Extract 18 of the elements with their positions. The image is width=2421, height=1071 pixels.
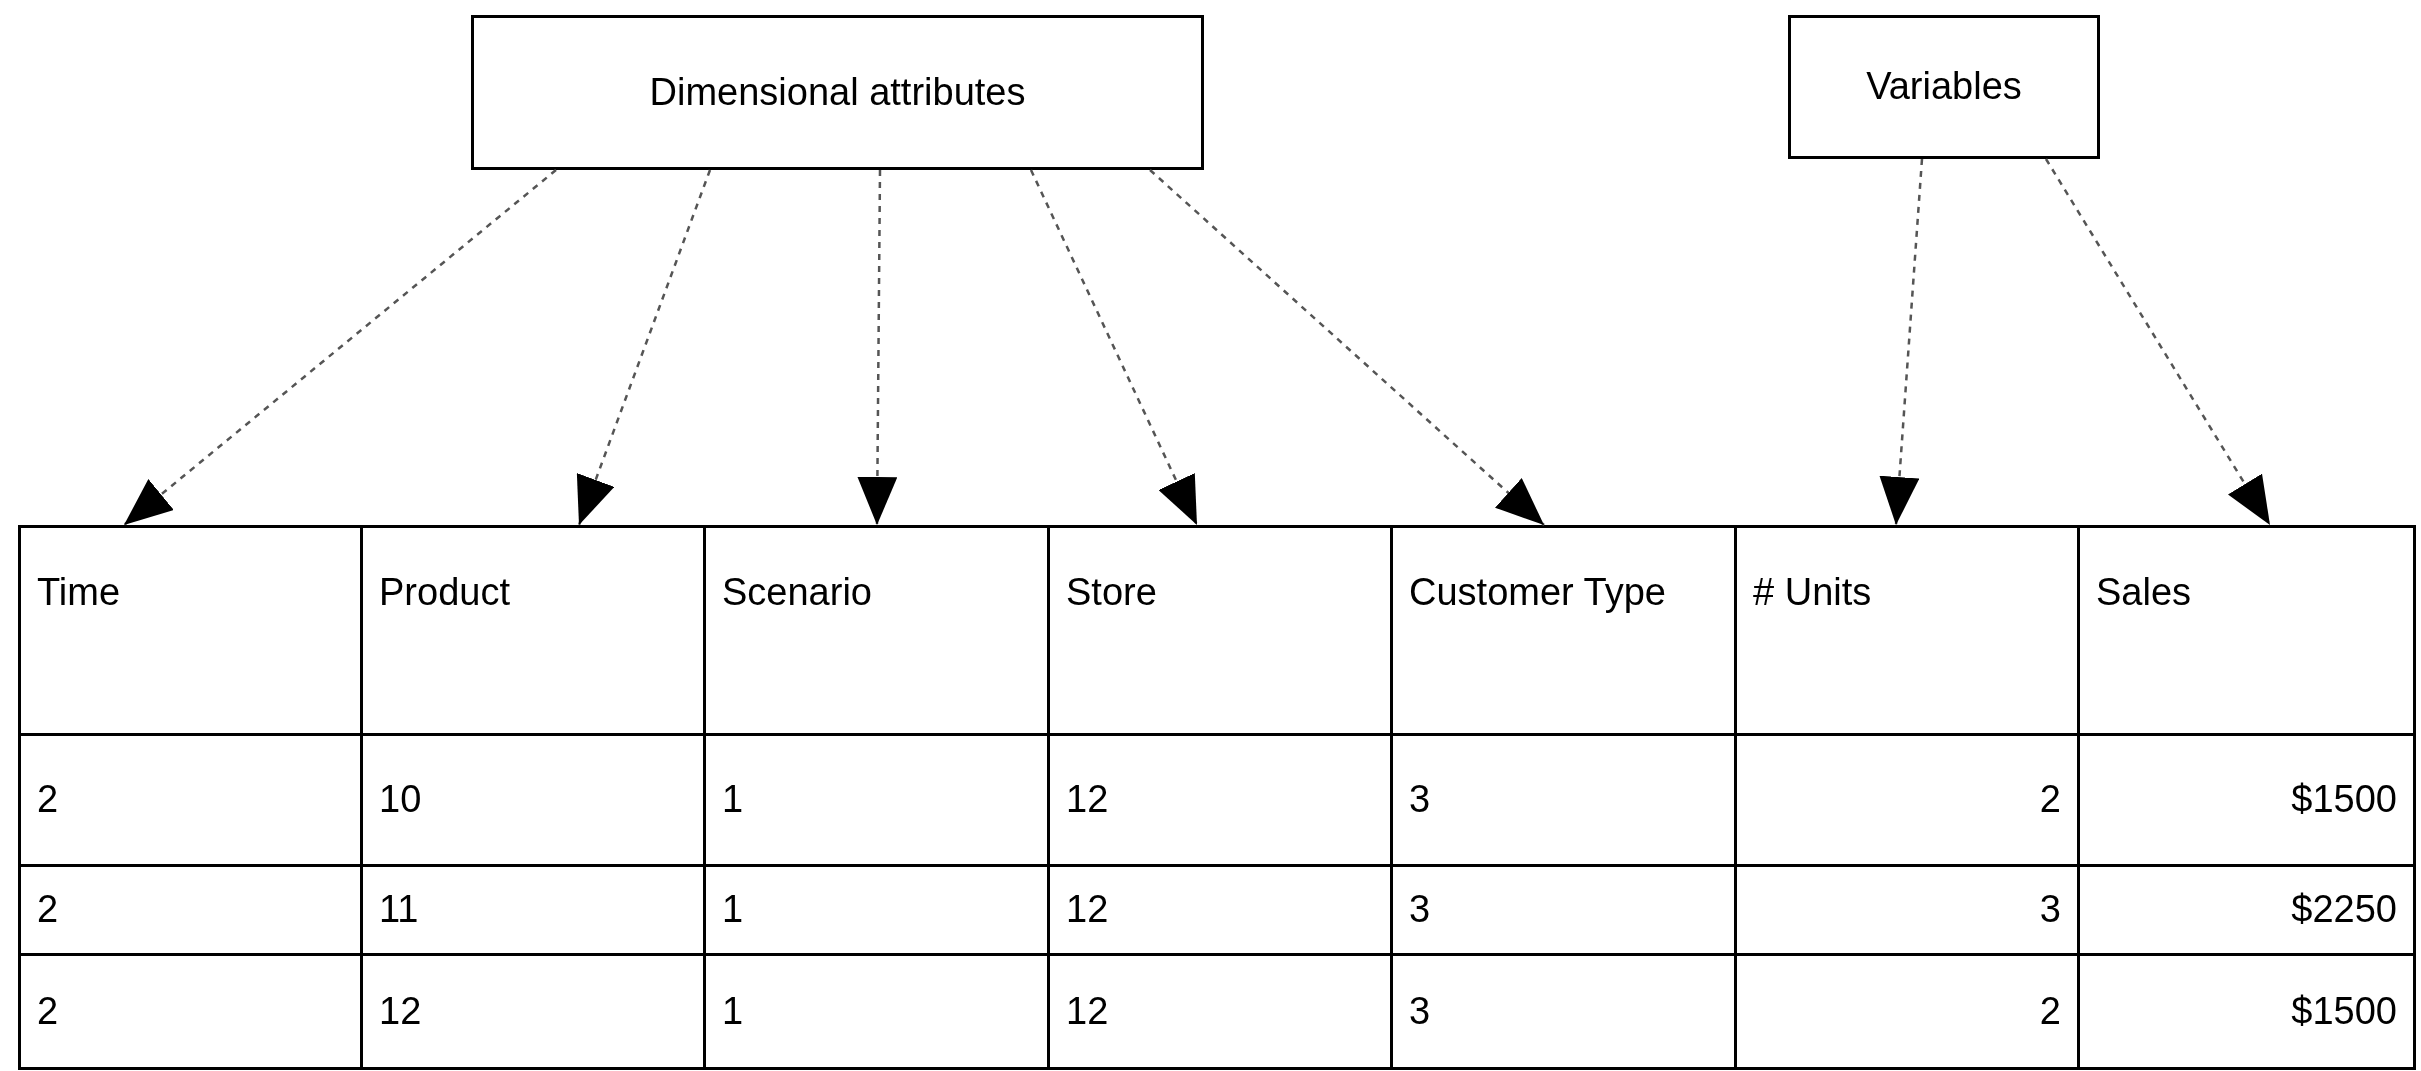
column-header: Store (1047, 525, 1393, 736)
column-header: Time (18, 525, 363, 736)
arrow (1879, 158, 1924, 526)
column-header: # Units (1734, 525, 2080, 736)
column-header: Customer Type (1390, 525, 1737, 736)
table-cell: $1500 (2077, 953, 2416, 1070)
arrow (1149, 169, 1545, 526)
column-header: Sales (2077, 525, 2416, 736)
label-box: Variables (1788, 15, 2100, 159)
label-box: Dimensional attributes (471, 15, 1204, 170)
table-cell: 2 (18, 953, 363, 1070)
column-header: Scenario (703, 525, 1050, 736)
arrow (2044, 158, 2272, 526)
arrow (123, 169, 557, 526)
arrow (576, 169, 712, 526)
column-header: Product (360, 525, 706, 736)
arrow (857, 170, 898, 525)
arrow (1029, 169, 1199, 526)
